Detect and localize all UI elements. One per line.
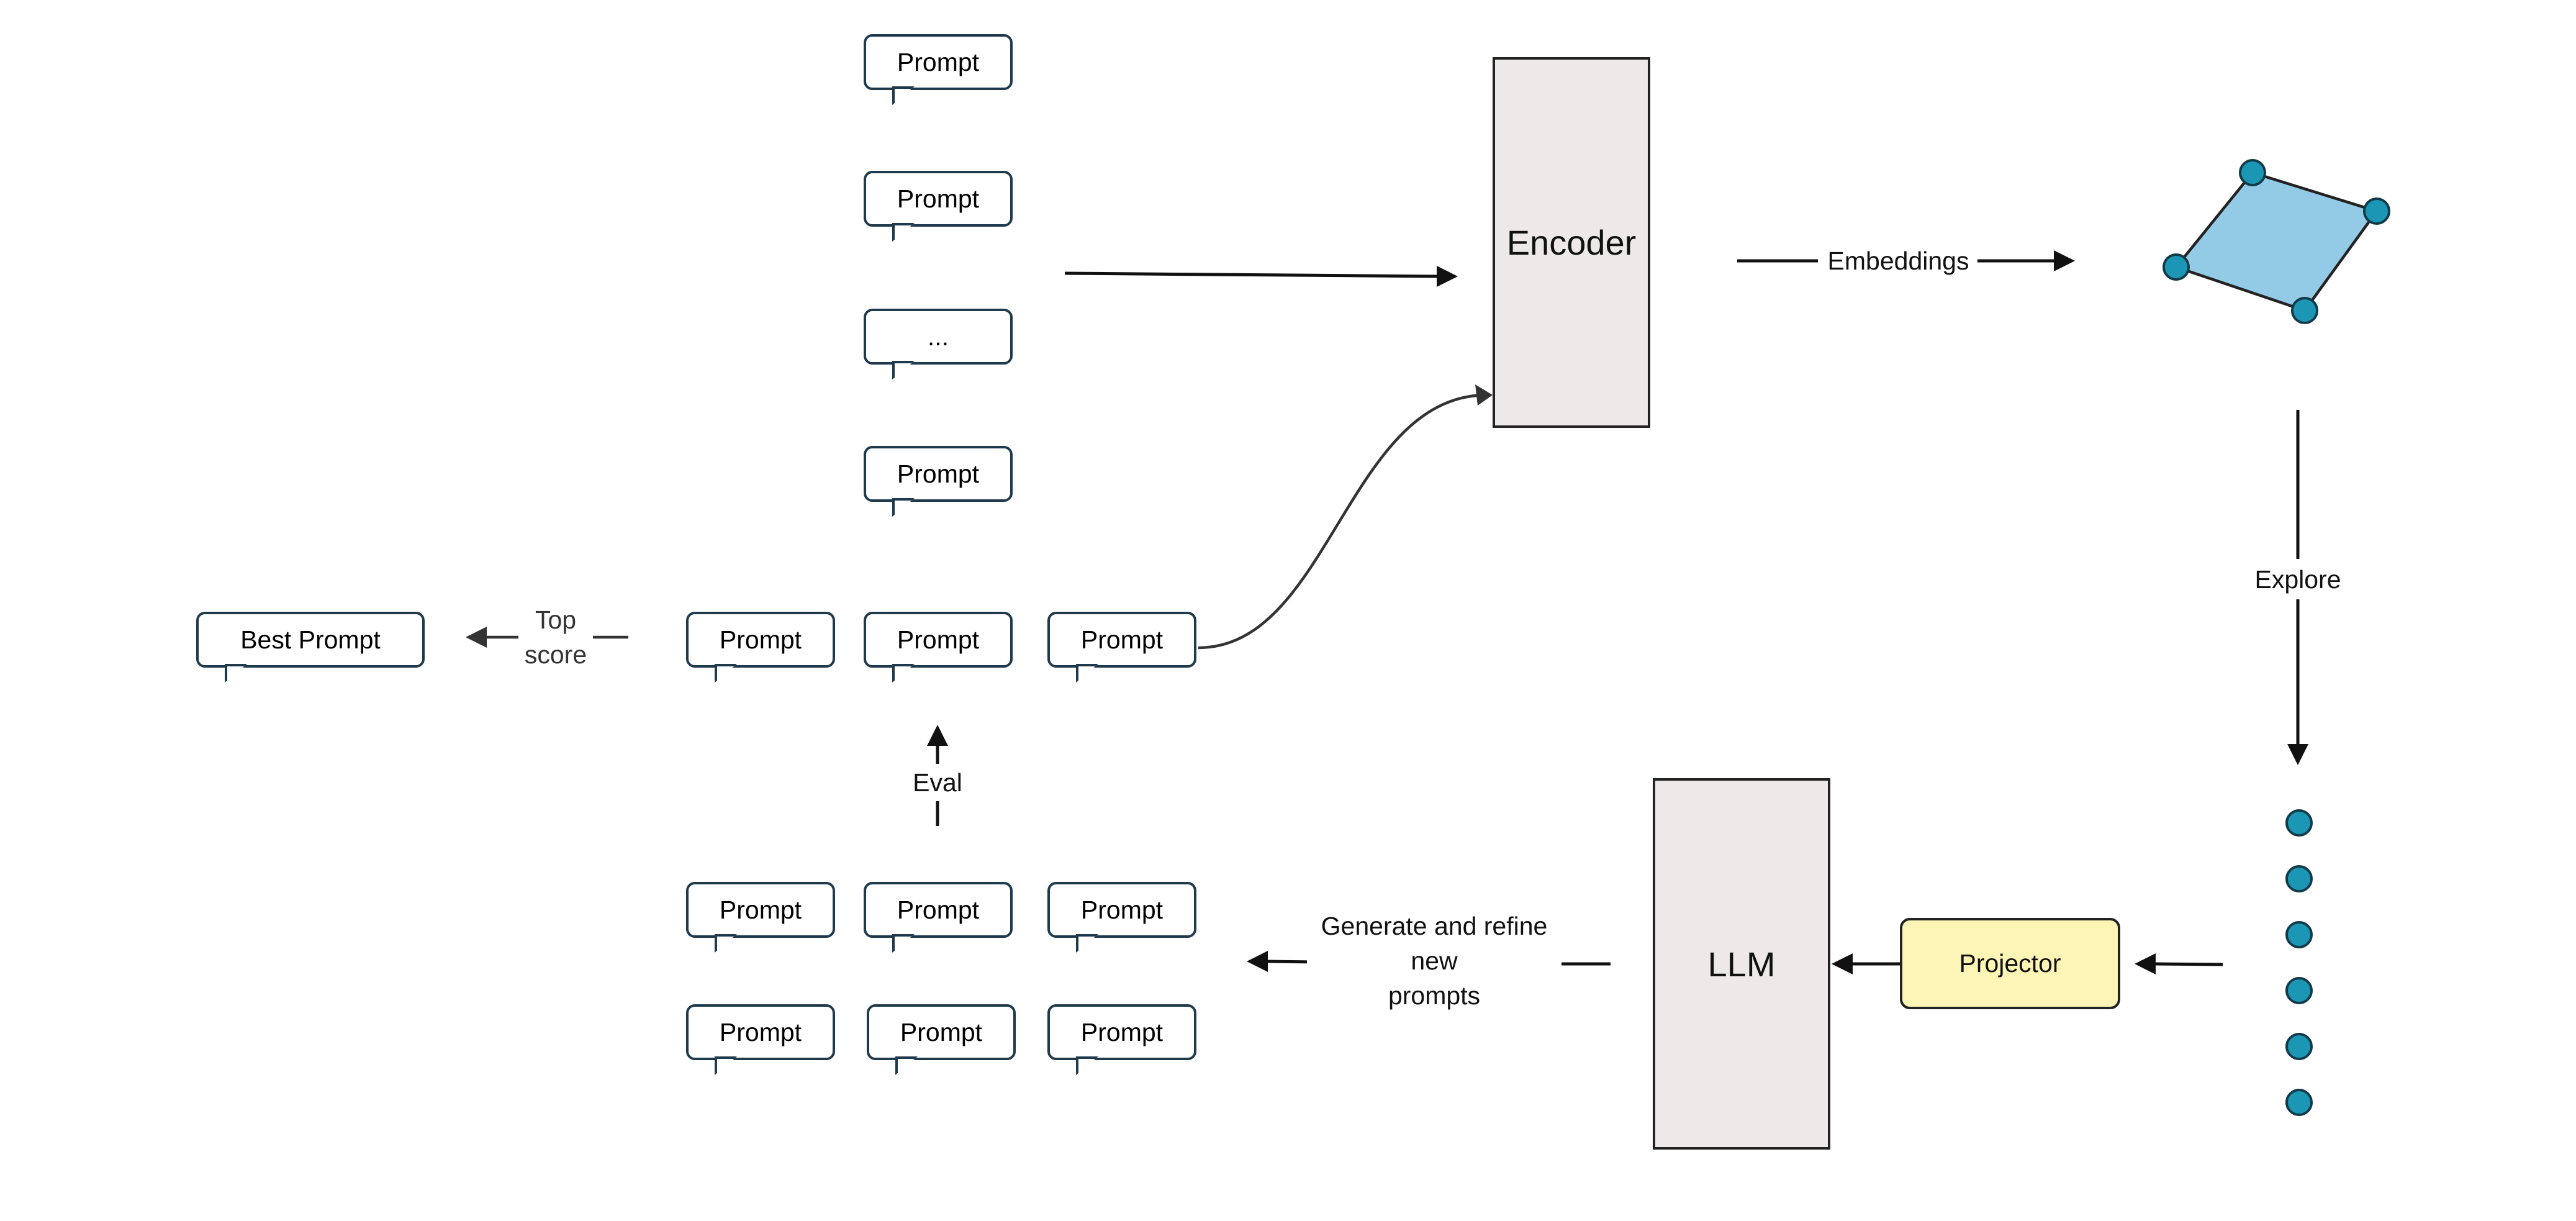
arrow-embeddings <box>1737 250 2075 271</box>
top-score-line-2: score <box>518 637 593 672</box>
arrow-projector-to-llm <box>1832 953 1900 974</box>
embedding-node-bottom <box>2291 297 2318 324</box>
eval-label: Eval <box>900 765 975 800</box>
top-score-line-1: Top <box>518 602 593 637</box>
generated-prompt-r1-c1: Prompt <box>686 882 835 938</box>
scored-prompt-3: Prompt <box>1047 612 1196 668</box>
top-score-label: Top score <box>518 602 593 672</box>
curve-feedback-to-encoder <box>1198 384 1493 650</box>
embedding-node-left <box>2162 253 2190 281</box>
generated-prompt-r2-c2: Prompt <box>867 1004 1016 1060</box>
arrow-nodes-to-projector <box>2135 953 2223 974</box>
encoder-block: Encoder <box>1493 57 1650 428</box>
generated-prompt-r2-c3: Prompt <box>1047 1004 1196 1060</box>
sampled-node-6 <box>2285 1089 2313 1116</box>
projector-block: Projector <box>1900 918 2120 1009</box>
generate-label-line-1: Generate and refine <box>1307 909 1561 943</box>
sampled-node-4 <box>2285 977 2313 1004</box>
arrow-prompts-to-encoder <box>1064 266 1458 287</box>
sampled-node-3 <box>2285 921 2313 948</box>
sampled-node-5 <box>2285 1033 2313 1060</box>
input-prompt-4: Prompt <box>864 446 1013 502</box>
embedding-node-top <box>2239 159 2266 186</box>
arrow-top-score <box>466 627 628 648</box>
generated-prompt-r2-c1: Prompt <box>686 1004 835 1060</box>
embeddings-label: Embeddings <box>1822 243 1974 278</box>
embedding-space-shape <box>2174 171 2379 312</box>
generated-prompt-r1-c2: Prompt <box>864 882 1013 938</box>
generate-label-line-2: new <box>1307 943 1561 978</box>
embedding-node-right <box>2363 197 2390 225</box>
explore-label: Explore <box>2248 562 2348 597</box>
scored-prompt-2: Prompt <box>864 612 1013 668</box>
input-prompt-ellipsis: ... <box>864 309 1013 365</box>
arrow-eval <box>927 725 948 826</box>
generate-label: Generate and refine new prompts <box>1307 909 1561 1013</box>
sampled-node-1 <box>2285 809 2313 837</box>
input-prompt-2: Prompt <box>864 171 1013 227</box>
sampled-node-2 <box>2285 865 2313 892</box>
input-prompt-1: Prompt <box>864 34 1013 90</box>
scored-prompt-1: Prompt <box>686 612 835 668</box>
best-prompt: Best Prompt <box>196 612 425 668</box>
generated-prompt-r1-c3: Prompt <box>1047 882 1196 938</box>
arrow-explore <box>2287 410 2308 765</box>
llm-block: LLM <box>1653 778 1830 1150</box>
generate-label-line-3: prompts <box>1307 978 1561 1013</box>
